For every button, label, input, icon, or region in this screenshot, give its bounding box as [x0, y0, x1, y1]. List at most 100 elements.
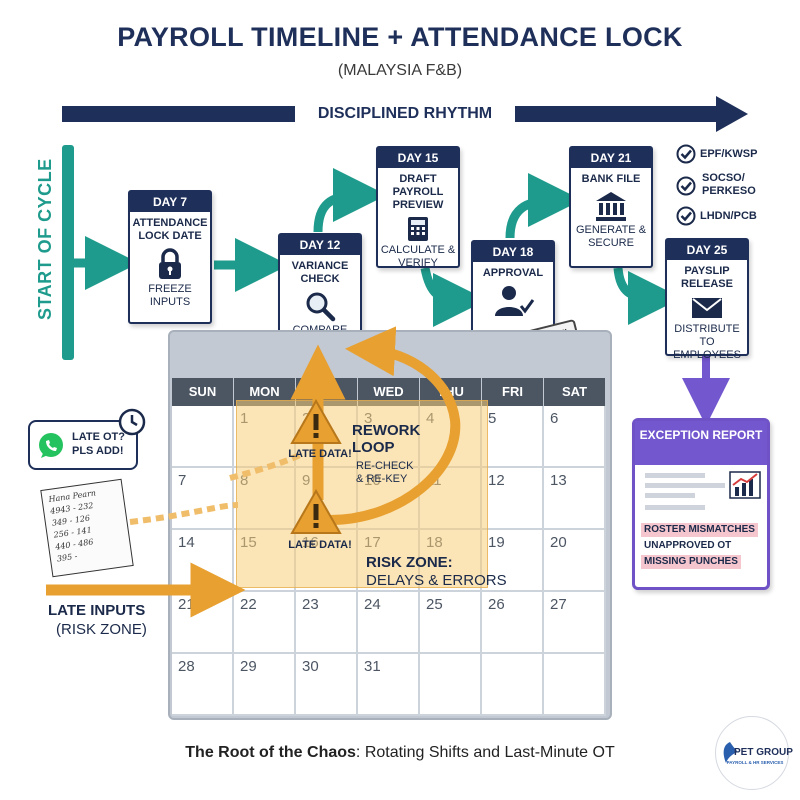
- magnifier-icon: [306, 292, 336, 322]
- calendar-date-cell: [420, 654, 482, 716]
- stage-day-label: DAY 7: [130, 192, 210, 212]
- stage-subtitle: CALCULATE & VERIFY: [380, 244, 456, 269]
- compliance-item-lhdn: LHDN/PCB: [676, 206, 757, 226]
- check-circle-icon: [676, 176, 696, 196]
- calendar-date-cell: [482, 654, 544, 716]
- calendar-day-header: SUN: [172, 378, 233, 406]
- stage-day-15: DAY 15 DRAFT PAYROLL PREVIEW CALCULATE &…: [376, 146, 460, 269]
- whatsapp-icon: [39, 433, 63, 458]
- compliance-item-epf: EPF/KWSP: [676, 144, 757, 164]
- calendar-date-cell: 28: [172, 654, 234, 716]
- check-circle-icon: [676, 206, 696, 226]
- calendar-date-cell: 29: [234, 654, 296, 716]
- calendar-date-cell: 27: [544, 592, 606, 654]
- compliance-label: EPF/KWSP: [700, 147, 758, 160]
- rework-loop-title: REWORK LOOP: [352, 422, 421, 456]
- warning-icon: [290, 398, 342, 444]
- compliance-label: SOCSO/ PERKESO: [702, 172, 756, 197]
- chat-message-bubble: LATE OT? PLS ADD!: [28, 420, 138, 470]
- exception-item: MISSING PUNCHES: [641, 555, 741, 569]
- logo-mark-icon: [723, 742, 738, 763]
- exception-item: ROSTER MISMATCHES: [641, 523, 758, 537]
- handwritten-note: Hana Pearn 4943 - 232 349 - 126 256 - 14…: [40, 478, 134, 578]
- stage-day-label: DAY 25: [667, 240, 747, 260]
- check-circle-icon: [676, 144, 696, 164]
- clock-icon: [118, 408, 146, 436]
- stage-day-label: DAY 15: [378, 148, 458, 168]
- calendar-date-cell: 25: [420, 592, 482, 654]
- late-data-label: LATE DATA!: [288, 539, 352, 551]
- stage-title: ATTENDANCE LOCK DATE: [132, 217, 208, 242]
- report-line: [645, 483, 725, 488]
- risk-zone-subtitle: DELAYS & ERRORS: [366, 572, 507, 589]
- compliance-item-socso: SOCSO/ PERKESO: [676, 172, 756, 198]
- calendar-date-cell: [544, 654, 606, 716]
- stage-subtitle: DISTRIBUTE TO EMPLOYEES: [673, 323, 741, 361]
- calendar-date-cell: 6: [544, 406, 606, 468]
- calendar-date-cell: 12: [482, 468, 544, 530]
- approver-user-icon: [495, 286, 535, 316]
- stage-subtitle: FREEZE INPUTS: [148, 283, 192, 308]
- calendar-date-cell: 5: [482, 406, 544, 468]
- envelope-icon: [692, 298, 722, 318]
- chat-message-text: LATE OT? PLS ADD!: [72, 431, 125, 457]
- teal-arrow-day15-to-day18: [420, 267, 487, 327]
- footer-caption: The Root of the Chaos: Rotating Shifts a…: [0, 744, 800, 762]
- report-line: [645, 505, 705, 510]
- teal-arrow-day21-to-day25: [613, 267, 682, 325]
- calculator-icon: [408, 217, 428, 241]
- risk-zone-highlight: [236, 400, 488, 588]
- logo-name: PET GROUP: [734, 747, 793, 758]
- calendar-date-cell: 24: [358, 592, 420, 654]
- stage-title: APPROVAL: [482, 267, 544, 279]
- stage-day-label: DAY 12: [280, 235, 360, 255]
- stage-day-7: DAY 7 ATTENDANCE LOCK DATE FREEZE INPUTS: [128, 190, 212, 324]
- bank-icon: [596, 192, 626, 221]
- stage-title: BANK FILE: [581, 173, 641, 185]
- calendar-date-cell: 19: [482, 530, 544, 592]
- late-inputs-subtitle: (RISK ZONE): [56, 621, 147, 638]
- stage-title: PAYSLIP RELEASE: [681, 265, 733, 290]
- page-title: PAYROLL TIMELINE + ATTENDANCE LOCK: [117, 22, 683, 52]
- report-line: [645, 473, 705, 478]
- dashed-note-arrow-1: [129, 502, 239, 525]
- calendar-date-cell: 7: [172, 468, 234, 530]
- company-logo: PET GROUP PAYROLL & HR SERVICES: [715, 716, 793, 790]
- stage-day-label: DAY 18: [473, 242, 553, 262]
- calendar-date-cell: 30: [296, 654, 358, 716]
- risk-zone-title: RISK ZONE:: [366, 554, 453, 571]
- teal-arrow-day18-to-day21: [505, 173, 582, 239]
- calendar-date-cell: [172, 406, 234, 468]
- calendar-date-cell: 23: [296, 592, 358, 654]
- page-subtitle: (MALAYSIA F&B): [337, 62, 463, 79]
- late-inputs-title: LATE INPUTS: [48, 602, 146, 619]
- rhythm-arrowhead-icon: [716, 96, 748, 132]
- stage-subtitle: GENERATE & SECURE: [575, 224, 647, 249]
- stage-title: VARIANCE CHECK: [291, 260, 349, 285]
- calendar-date-cell: 26: [482, 592, 544, 654]
- report-line: [645, 493, 695, 498]
- dashed-note-arrow-2: [229, 452, 302, 481]
- rhythm-label: DISCIPLINED RHYTHM: [295, 98, 515, 130]
- calendar-date-cell: 13: [544, 468, 606, 530]
- stage-title: DRAFT PAYROLL PREVIEW: [392, 173, 444, 211]
- compliance-label: LHDN/PCB: [700, 209, 757, 222]
- exception-report: EXCEPTION REPORT ROSTER MISMATCHES UNAPP…: [632, 418, 770, 590]
- padlock-icon: [159, 248, 181, 279]
- stage-day-label: DAY 21: [571, 148, 651, 168]
- footer-caption-bold: The Root of the Chaos: [185, 744, 356, 761]
- footer-caption-rest: : Rotating Shifts and Last-Minute OT: [355, 744, 615, 761]
- exception-item: UNAPPROVED OT: [644, 540, 732, 551]
- calendar-day-header: FRI: [482, 378, 543, 406]
- exception-report-title: EXCEPTION REPORT: [635, 421, 767, 465]
- rework-loop-arrow: [329, 326, 461, 525]
- late-data-label: LATE DATA!: [288, 448, 352, 460]
- calendar-day-header: SAT: [544, 378, 605, 406]
- stage-day-21: DAY 21 BANK FILE GENERATE & SECURE: [569, 146, 653, 268]
- rework-loop-subtitle: RE-CHECK & RE-KEY: [356, 460, 414, 485]
- calendar-date-cell: 20: [544, 530, 606, 592]
- start-of-cycle-bar: [62, 145, 74, 360]
- stage-day-25: DAY 25 PAYSLIP RELEASE DISTRIBUTE TO EMP…: [665, 238, 749, 361]
